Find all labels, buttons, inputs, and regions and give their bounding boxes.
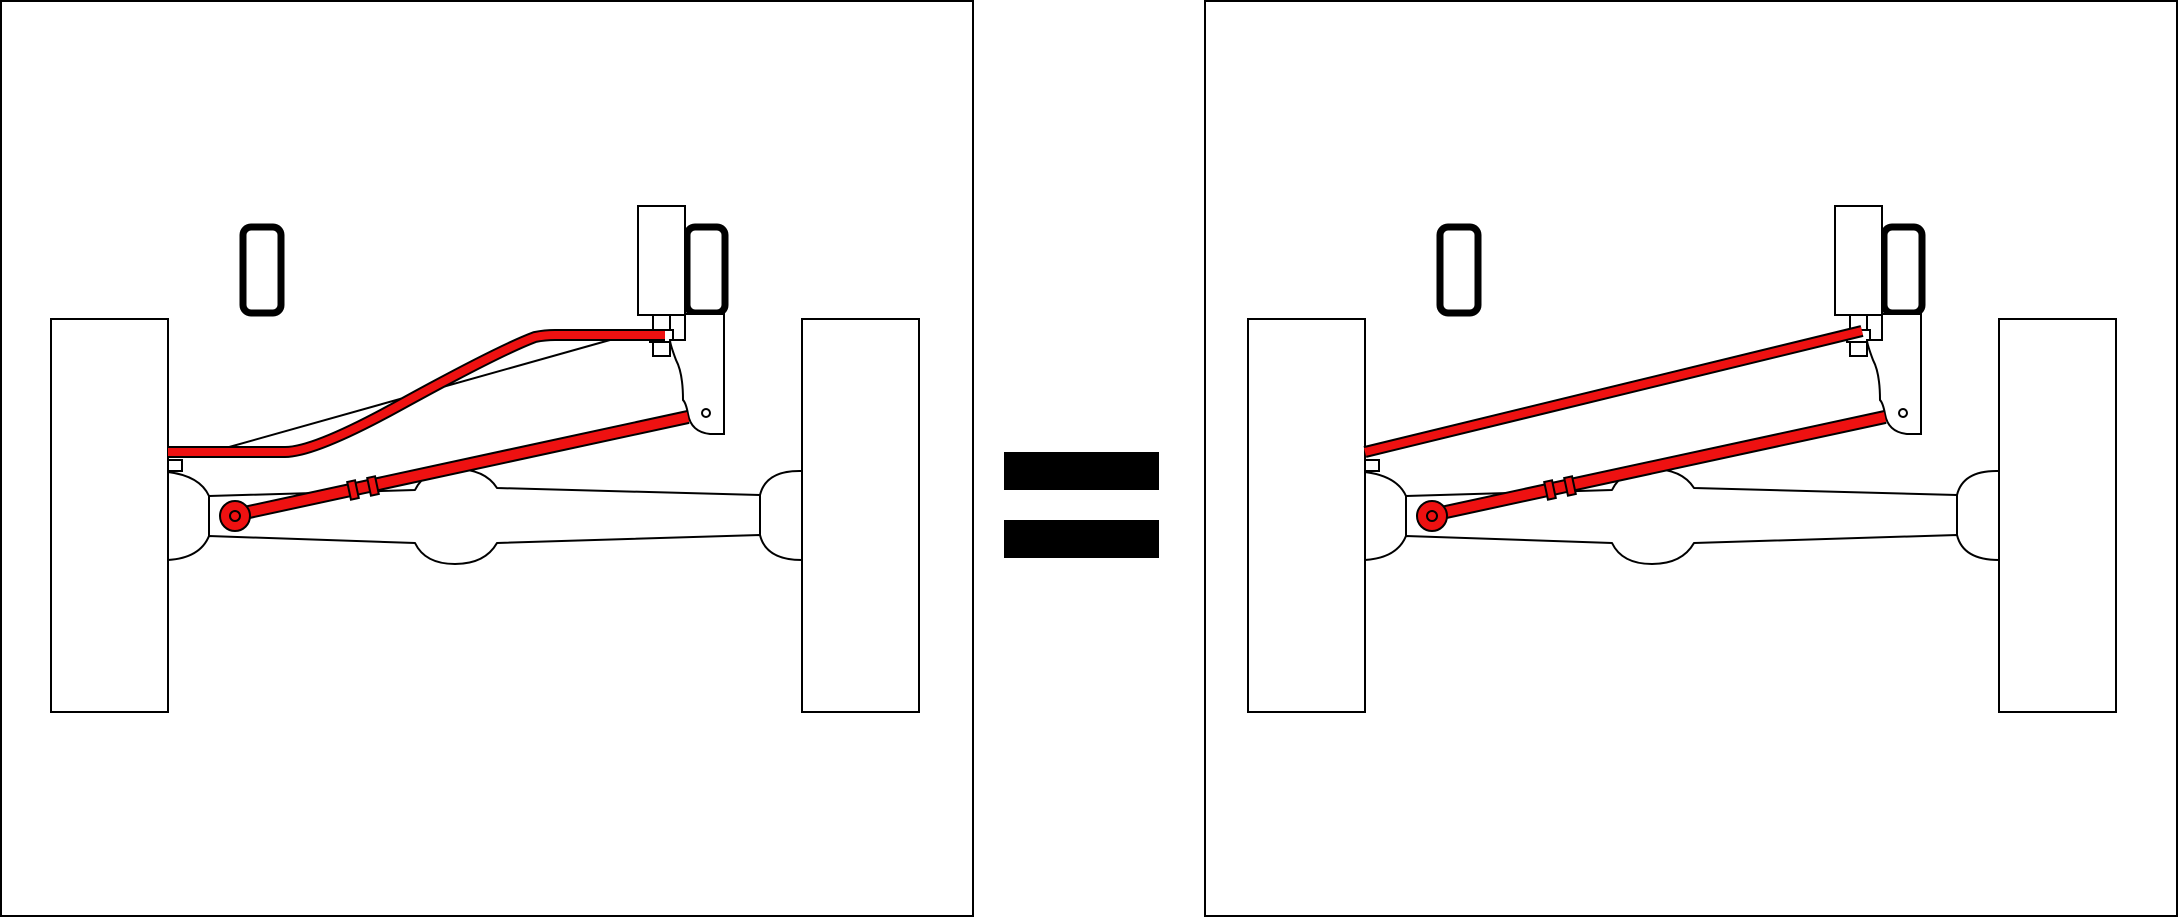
track-bar-axle-bracket (1364, 459, 1380, 472)
track-bar-end-bushing (219, 500, 251, 532)
adjuster-sleeve-1 (1543, 479, 1557, 501)
track-bar-axle-bracket (167, 459, 183, 472)
track-bar-end-bolt (1426, 510, 1438, 522)
track-bar-red (1430, 412, 1887, 520)
steering-box (1834, 205, 1883, 316)
frame-rail-left (1436, 223, 1482, 317)
track-bar-end-bushing (1416, 500, 1448, 532)
pitman-arm-bracket (1865, 313, 1922, 435)
frame-rail-left (239, 223, 285, 317)
adjuster-sleeve-1 (346, 479, 360, 501)
tire-right (801, 318, 920, 713)
pitman-pivot (1898, 408, 1908, 418)
frame-rail-right (1880, 223, 1926, 317)
left-panel (0, 0, 974, 917)
adjuster-sleeve-2 (1563, 475, 1577, 497)
drag-link-straight (1364, 327, 1863, 456)
equals-sign (1004, 452, 1159, 558)
frame-rail-right (683, 223, 729, 317)
steering-box (637, 205, 686, 316)
track-bar-end-bolt (229, 510, 241, 522)
pitman-arm-bracket (668, 313, 725, 435)
tire-right (1998, 318, 2117, 713)
adjuster-sleeve-2 (366, 475, 380, 497)
drag-link-bent-fill (168, 331, 665, 456)
equals-bar-top (1004, 452, 1159, 490)
tire-left (50, 318, 169, 713)
pitman-pivot (701, 408, 711, 418)
track-bar-red (233, 412, 690, 520)
tire-left (1247, 318, 1366, 713)
right-panel (1204, 0, 2178, 917)
equals-bar-bottom (1004, 520, 1159, 558)
